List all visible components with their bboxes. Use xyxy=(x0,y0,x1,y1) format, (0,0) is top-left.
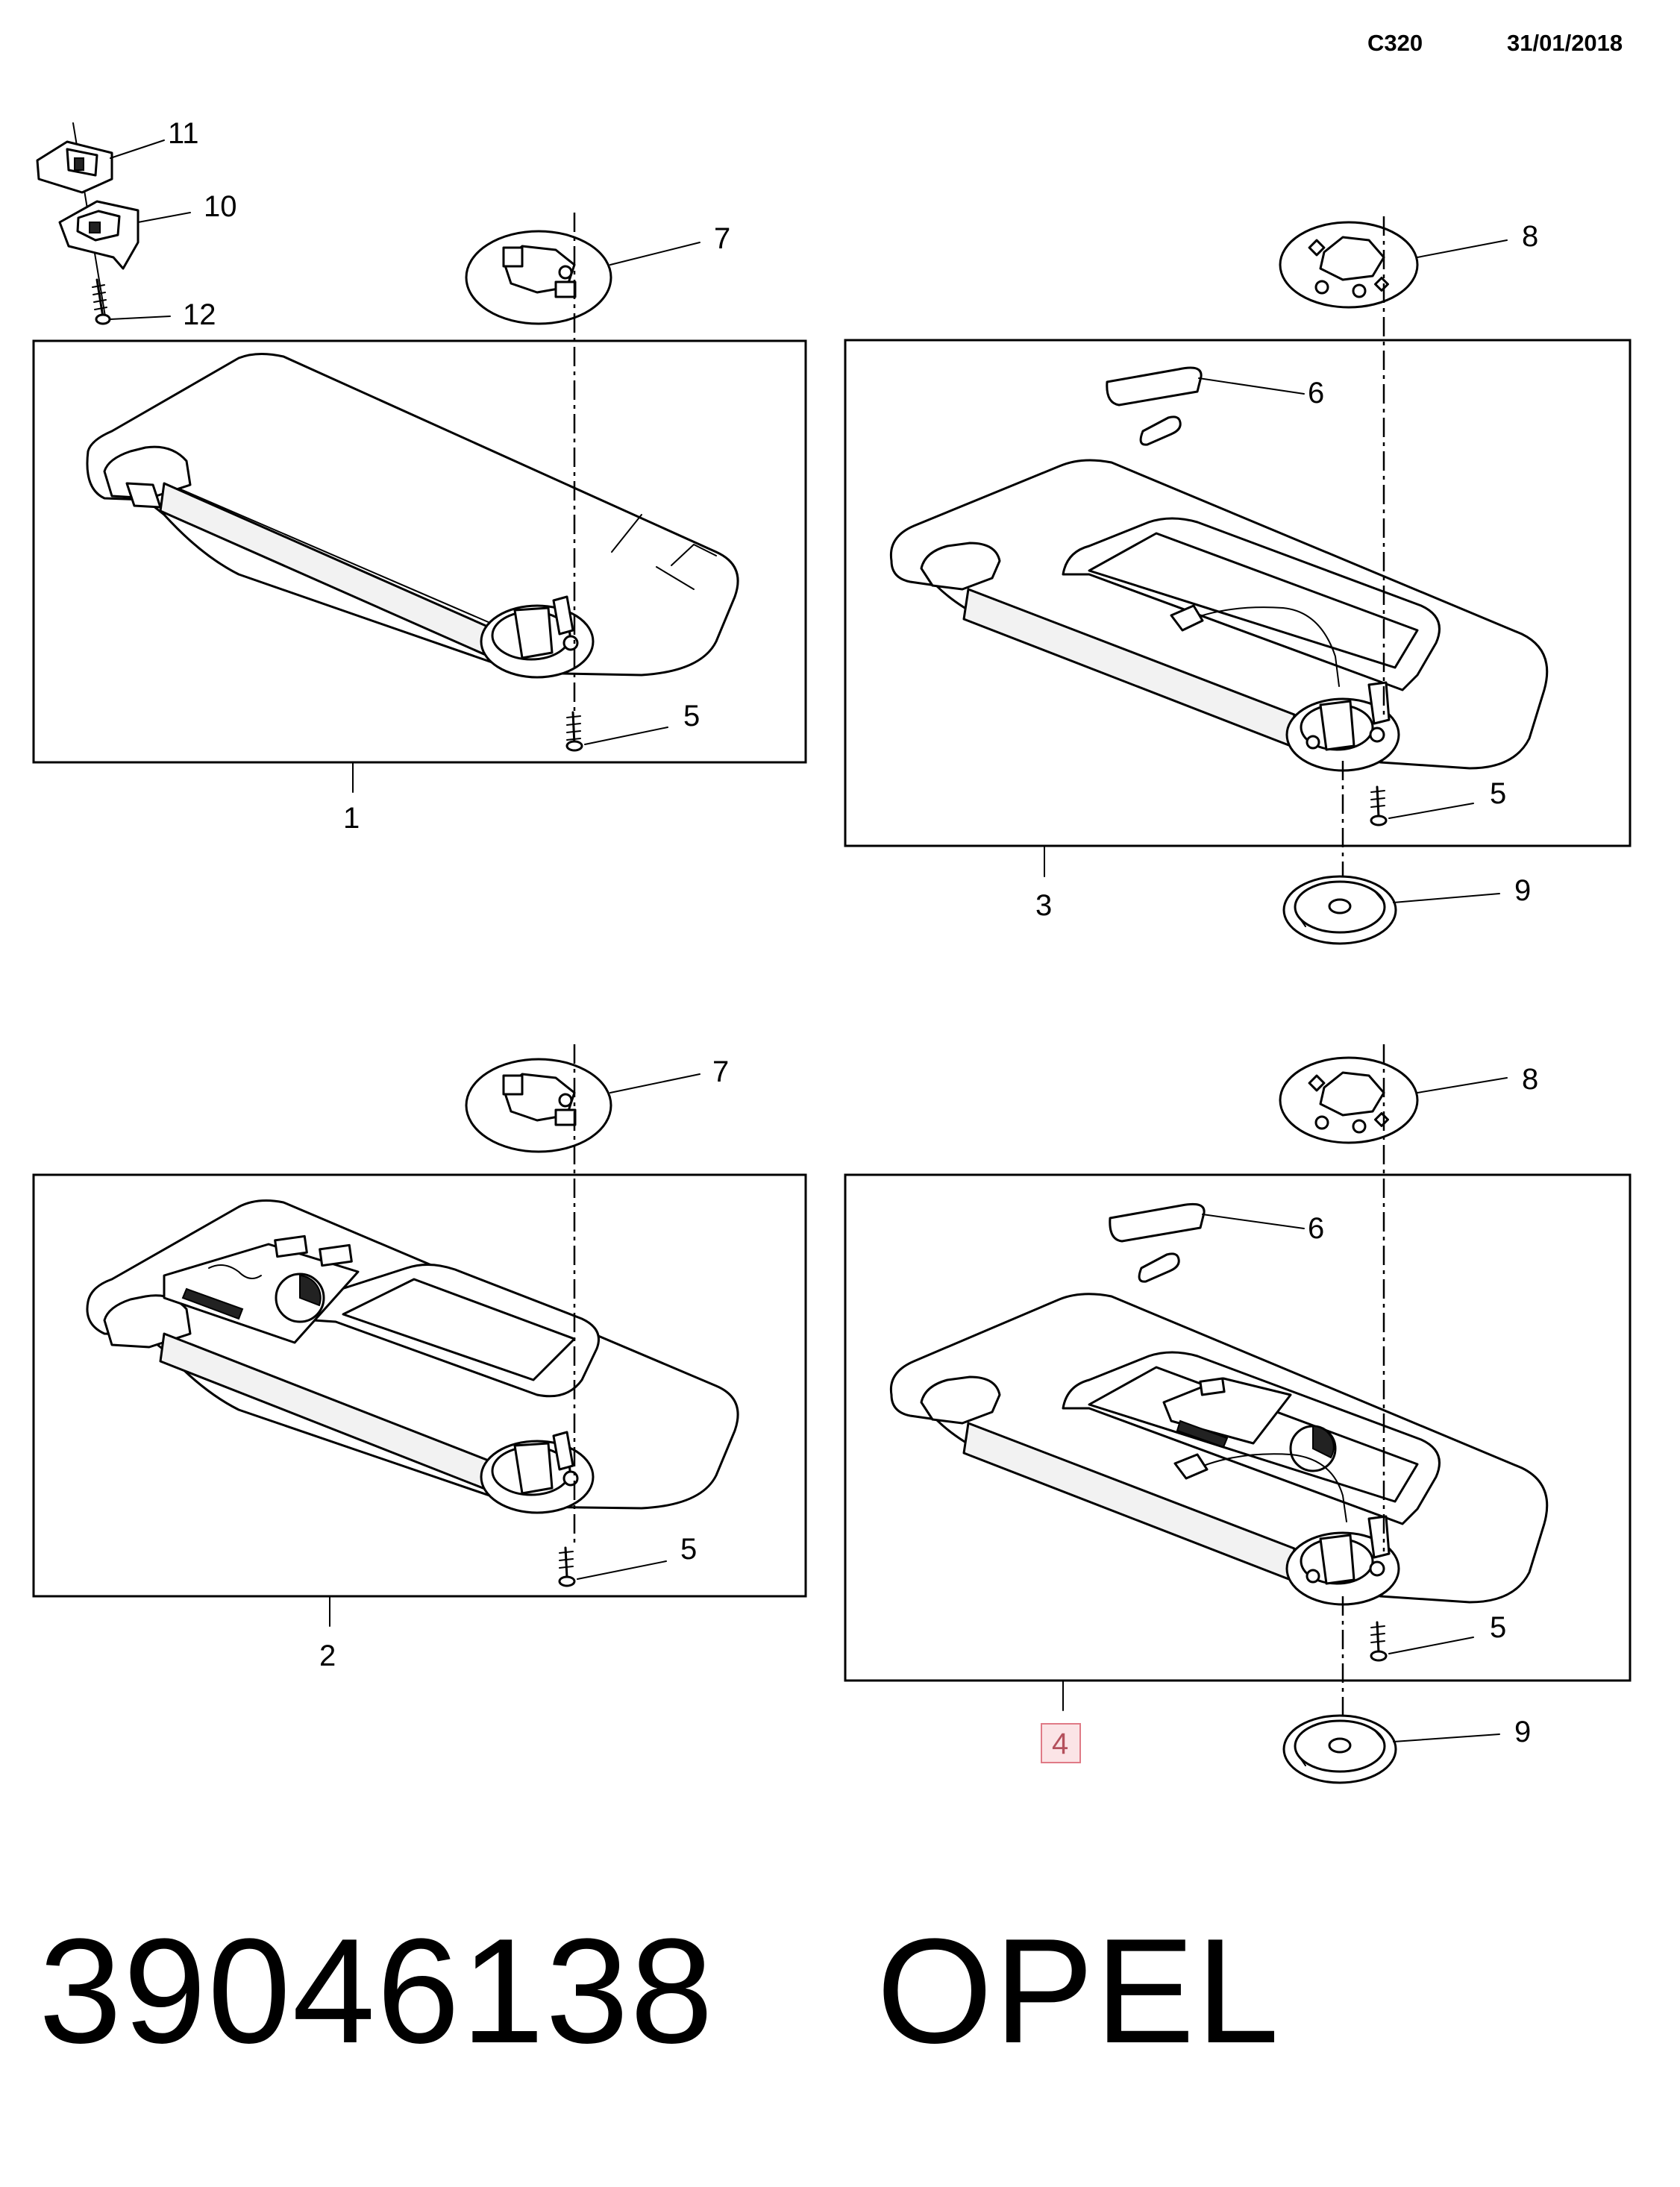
part-10-clip-base xyxy=(58,200,140,270)
panel-1-frame xyxy=(32,339,807,764)
airbag-label-panel-4 xyxy=(1162,1377,1337,1472)
sun-visor-1 xyxy=(86,353,739,679)
part-9-cap-top xyxy=(1282,875,1397,945)
callout-5-panel-4: 5 xyxy=(1490,1611,1506,1644)
callout-3: 3 xyxy=(1035,889,1052,922)
panel-4-frame xyxy=(844,1173,1632,1682)
callout-5-panel-1: 5 xyxy=(683,700,700,732)
diagram-date: 31/01/2018 xyxy=(1507,30,1623,56)
callout-9-bottom: 9 xyxy=(1514,1716,1531,1748)
part-5-screw-panel-4 xyxy=(1370,1621,1388,1662)
part-6-lamp-cover-bottom xyxy=(1109,1202,1206,1283)
panel-4: 8 6 xyxy=(844,1044,1632,1784)
part-7-mounting-plate xyxy=(465,230,612,325)
callout-8-top: 8 xyxy=(1522,220,1538,253)
callout-4[interactable]: 4 xyxy=(1052,1728,1068,1760)
callout-6-bottom: 6 xyxy=(1308,1212,1324,1245)
panel-2-frame xyxy=(32,1173,807,1598)
panel-1: 7 5 1 xyxy=(32,213,807,835)
diagram-code: C320 xyxy=(1367,30,1423,56)
sun-visor-3 xyxy=(889,459,1549,772)
callout-1: 1 xyxy=(343,802,360,835)
brand-name: OPEL xyxy=(877,1908,1281,2074)
part-5-screw-panel-2 xyxy=(558,1546,576,1587)
part-11-clip-cover xyxy=(36,140,113,194)
callout-9-top: 9 xyxy=(1514,874,1531,907)
callout-10: 10 xyxy=(204,190,237,223)
clip-assembly: 11 10 12 xyxy=(36,117,237,331)
callout-12: 12 xyxy=(183,298,216,331)
callout-5-panel-2: 5 xyxy=(680,1533,697,1566)
callout-11: 11 xyxy=(168,117,199,150)
callout-8-bottom: 8 xyxy=(1522,1063,1538,1096)
callout-4-highlight[interactable]: 4 xyxy=(1041,1723,1081,1763)
callout-2: 2 xyxy=(319,1640,336,1672)
visor-4-pivot xyxy=(1285,1515,1400,1606)
sun-visor-4 xyxy=(889,1293,1549,1606)
part-8-mounting-plate-top xyxy=(1279,221,1419,309)
callout-5-panel-3: 5 xyxy=(1490,777,1506,810)
part-5-screw-panel-1 xyxy=(565,711,583,752)
callout-7-bottom: 7 xyxy=(712,1055,729,1088)
part-12-screw xyxy=(92,278,111,325)
part-9-cap-bottom xyxy=(1282,1714,1397,1784)
visor-1-pivot xyxy=(480,595,595,679)
callout-6-top: 6 xyxy=(1308,377,1324,410)
panel-3-frame xyxy=(844,339,1632,847)
callout-7-top: 7 xyxy=(714,222,730,255)
sun-visor-2 xyxy=(86,1199,739,1514)
panel-2: 7 xyxy=(32,1044,807,1672)
part-6-lamp-cover-top xyxy=(1106,366,1203,446)
part-number: 39046138 xyxy=(39,1908,715,2074)
panel-3: 8 6 xyxy=(844,216,1632,945)
visor-2-pivot xyxy=(480,1431,595,1514)
part-7-mounting-plate-bottom xyxy=(465,1058,612,1153)
part-8-mounting-plate-bottom xyxy=(1279,1056,1419,1144)
part-5-screw-panel-3 xyxy=(1370,785,1388,826)
airbag-label xyxy=(163,1234,360,1344)
